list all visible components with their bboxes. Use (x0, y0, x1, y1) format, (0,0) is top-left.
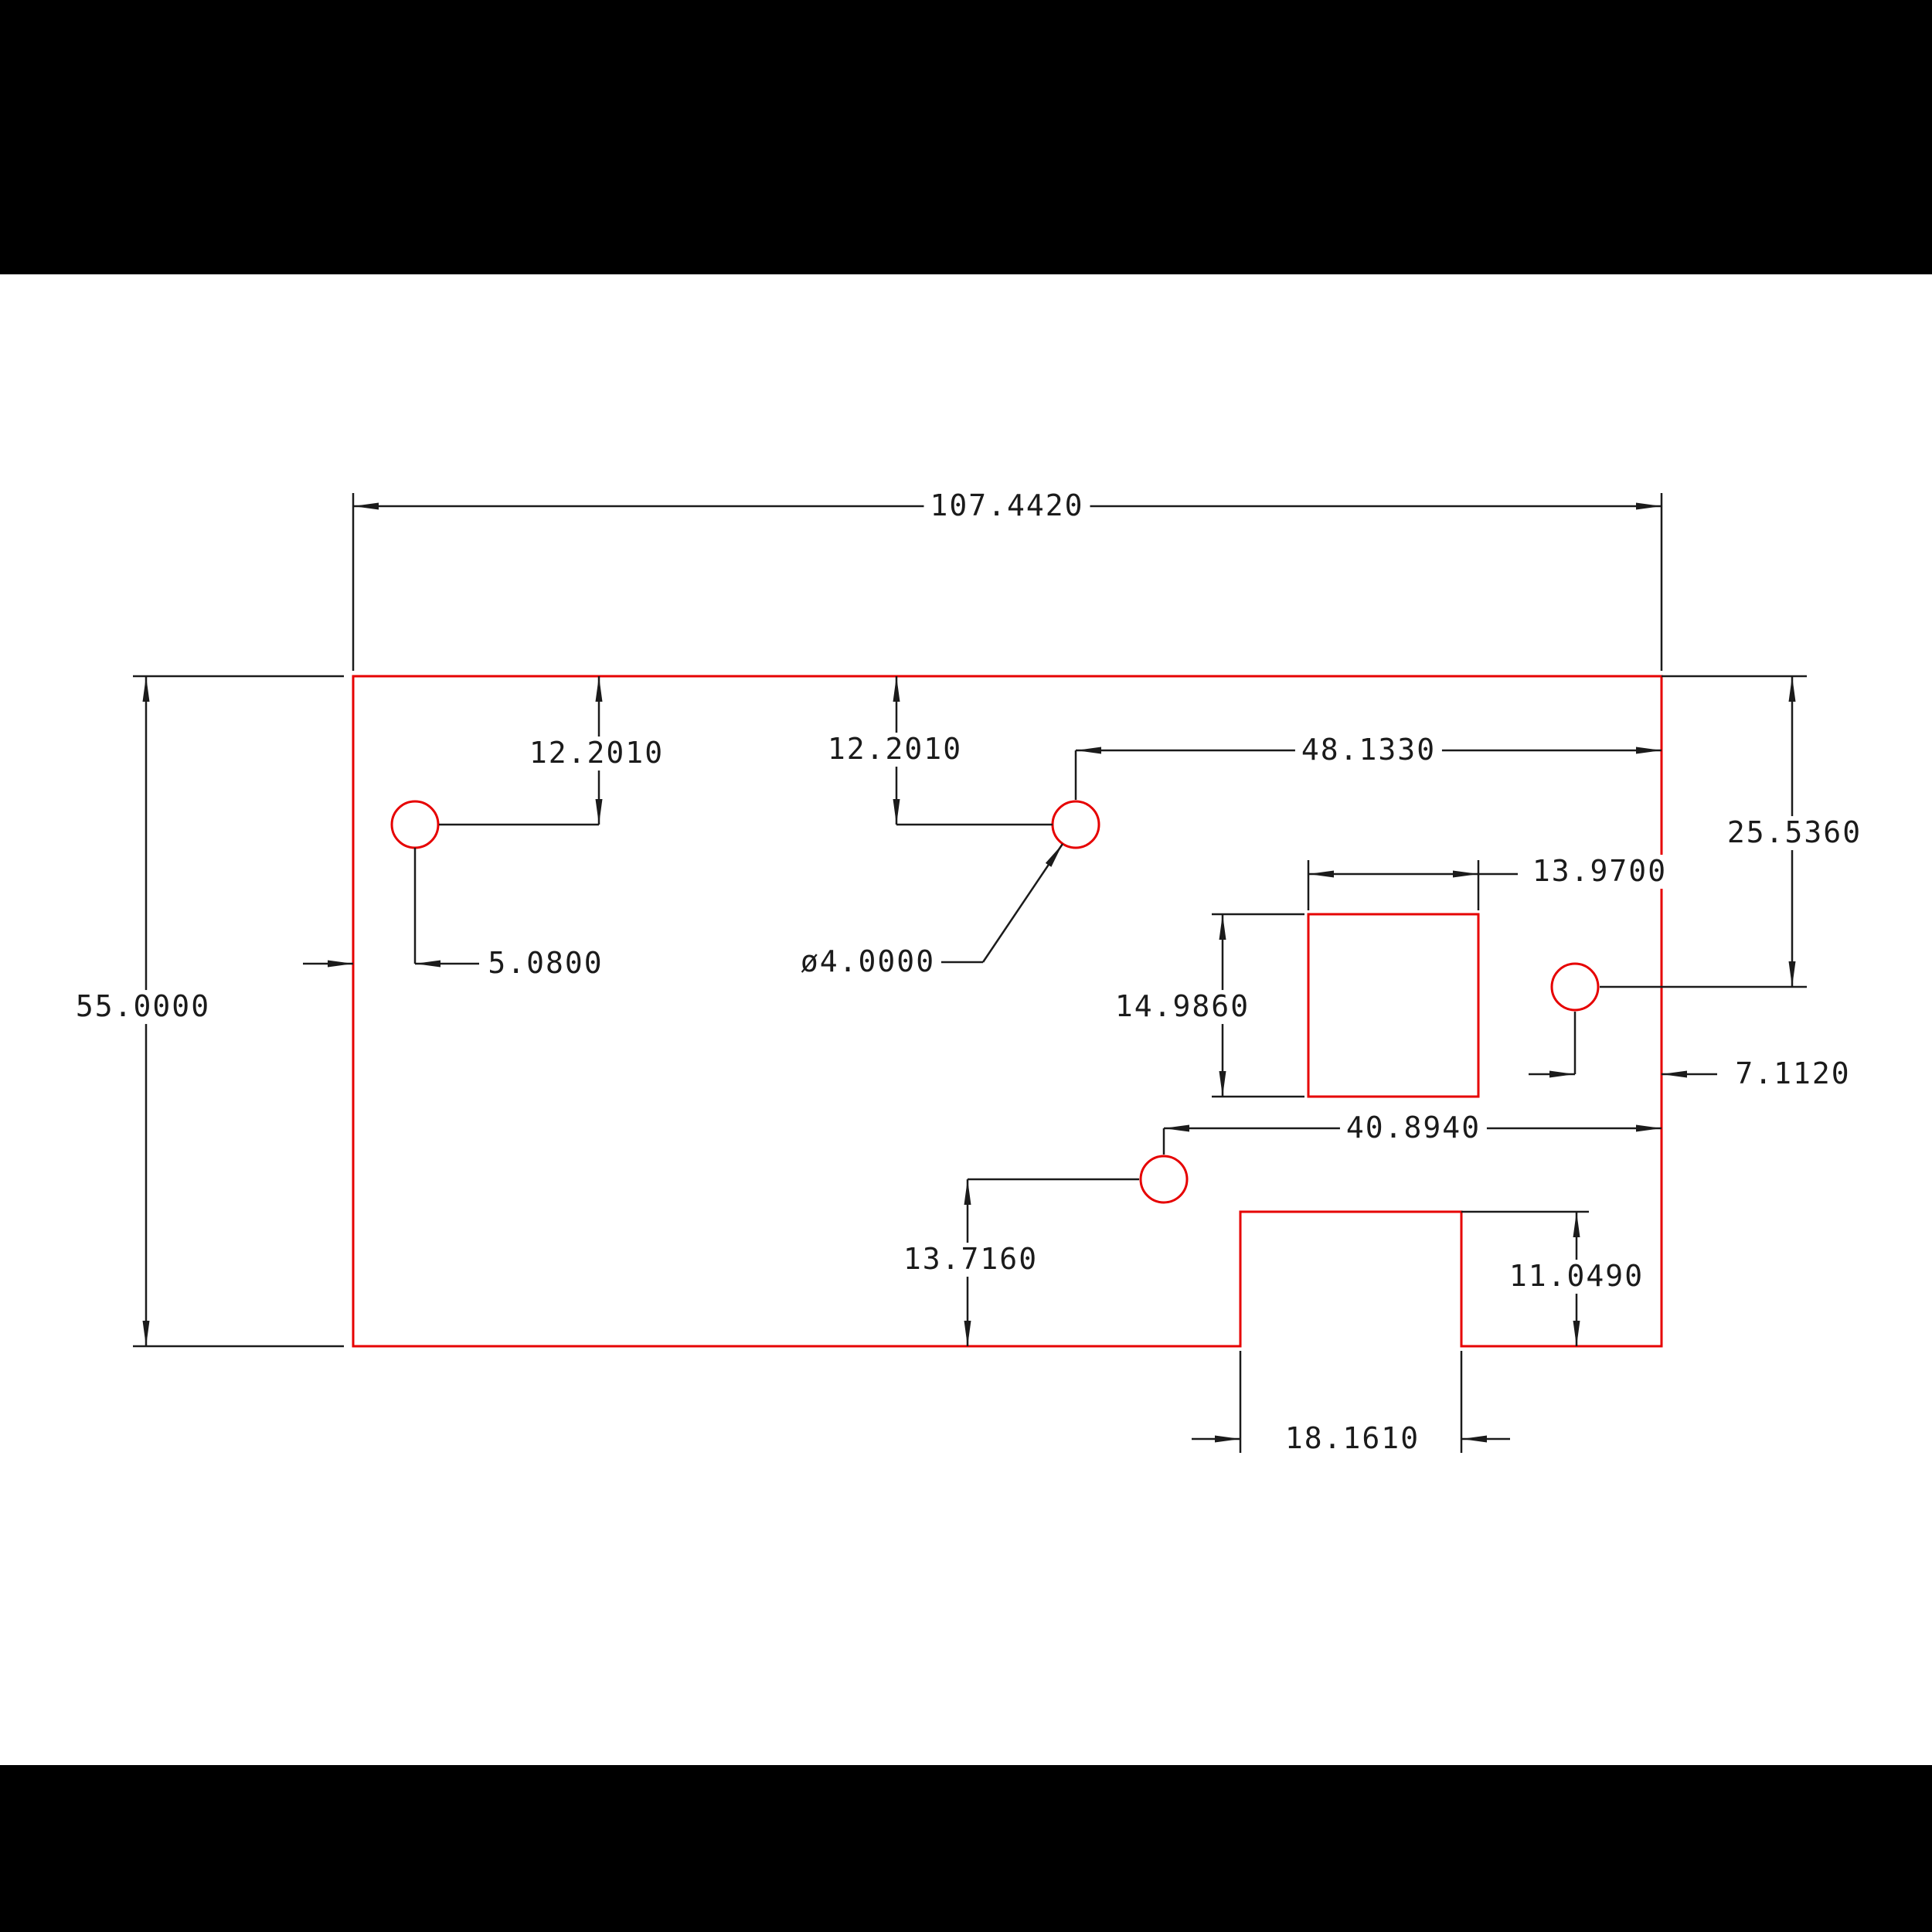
hole-2 (1051, 800, 1100, 849)
dim-hole2-top-label: 12.2010 (821, 733, 969, 767)
letterbox-bottom-bar (0, 1765, 1932, 1932)
letterbox-top-bar (0, 0, 1932, 274)
dim-notch-width-label: 18.1610 (1278, 1422, 1427, 1456)
hole-3 (1550, 962, 1600, 1012)
dim-hole3-right-label: 7.1120 (1729, 1057, 1857, 1091)
dim-notch-width-lines (1192, 1351, 1510, 1453)
dim-hole3-top-label: 25.5360 (1720, 816, 1869, 850)
dim-hole1-left-lines (303, 848, 479, 968)
hole-1 (390, 800, 440, 849)
dim-hole2-right-label: 48.1330 (1294, 733, 1443, 767)
hole-4 (1139, 1155, 1189, 1204)
dim-cutout-width-label: 13.9700 (1526, 855, 1674, 889)
dim-notch-height-label: 11.0490 (1502, 1260, 1651, 1294)
dim-hole3-right-lines (1529, 1012, 1717, 1078)
dim-hole1-top-label: 12.2010 (522, 736, 671, 770)
dim-hole-diameter-leader (935, 843, 1064, 964)
dim-overall-width-label: 107.4420 (923, 489, 1090, 523)
dim-cutout-width-lines (1307, 860, 1518, 910)
dim-hole1-left-label: 5.0800 (481, 947, 610, 981)
dim-overall-height-label: 55.0000 (69, 990, 217, 1024)
square-cutout (1307, 913, 1480, 1098)
dim-hole4-right-label: 40.8940 (1339, 1111, 1488, 1145)
dim-hole-diameter-label: ø4.0000 (794, 945, 942, 979)
dim-cutout-height-label: 14.9860 (1108, 990, 1257, 1024)
dim-hole4-bottom-label: 13.7160 (896, 1243, 1045, 1277)
